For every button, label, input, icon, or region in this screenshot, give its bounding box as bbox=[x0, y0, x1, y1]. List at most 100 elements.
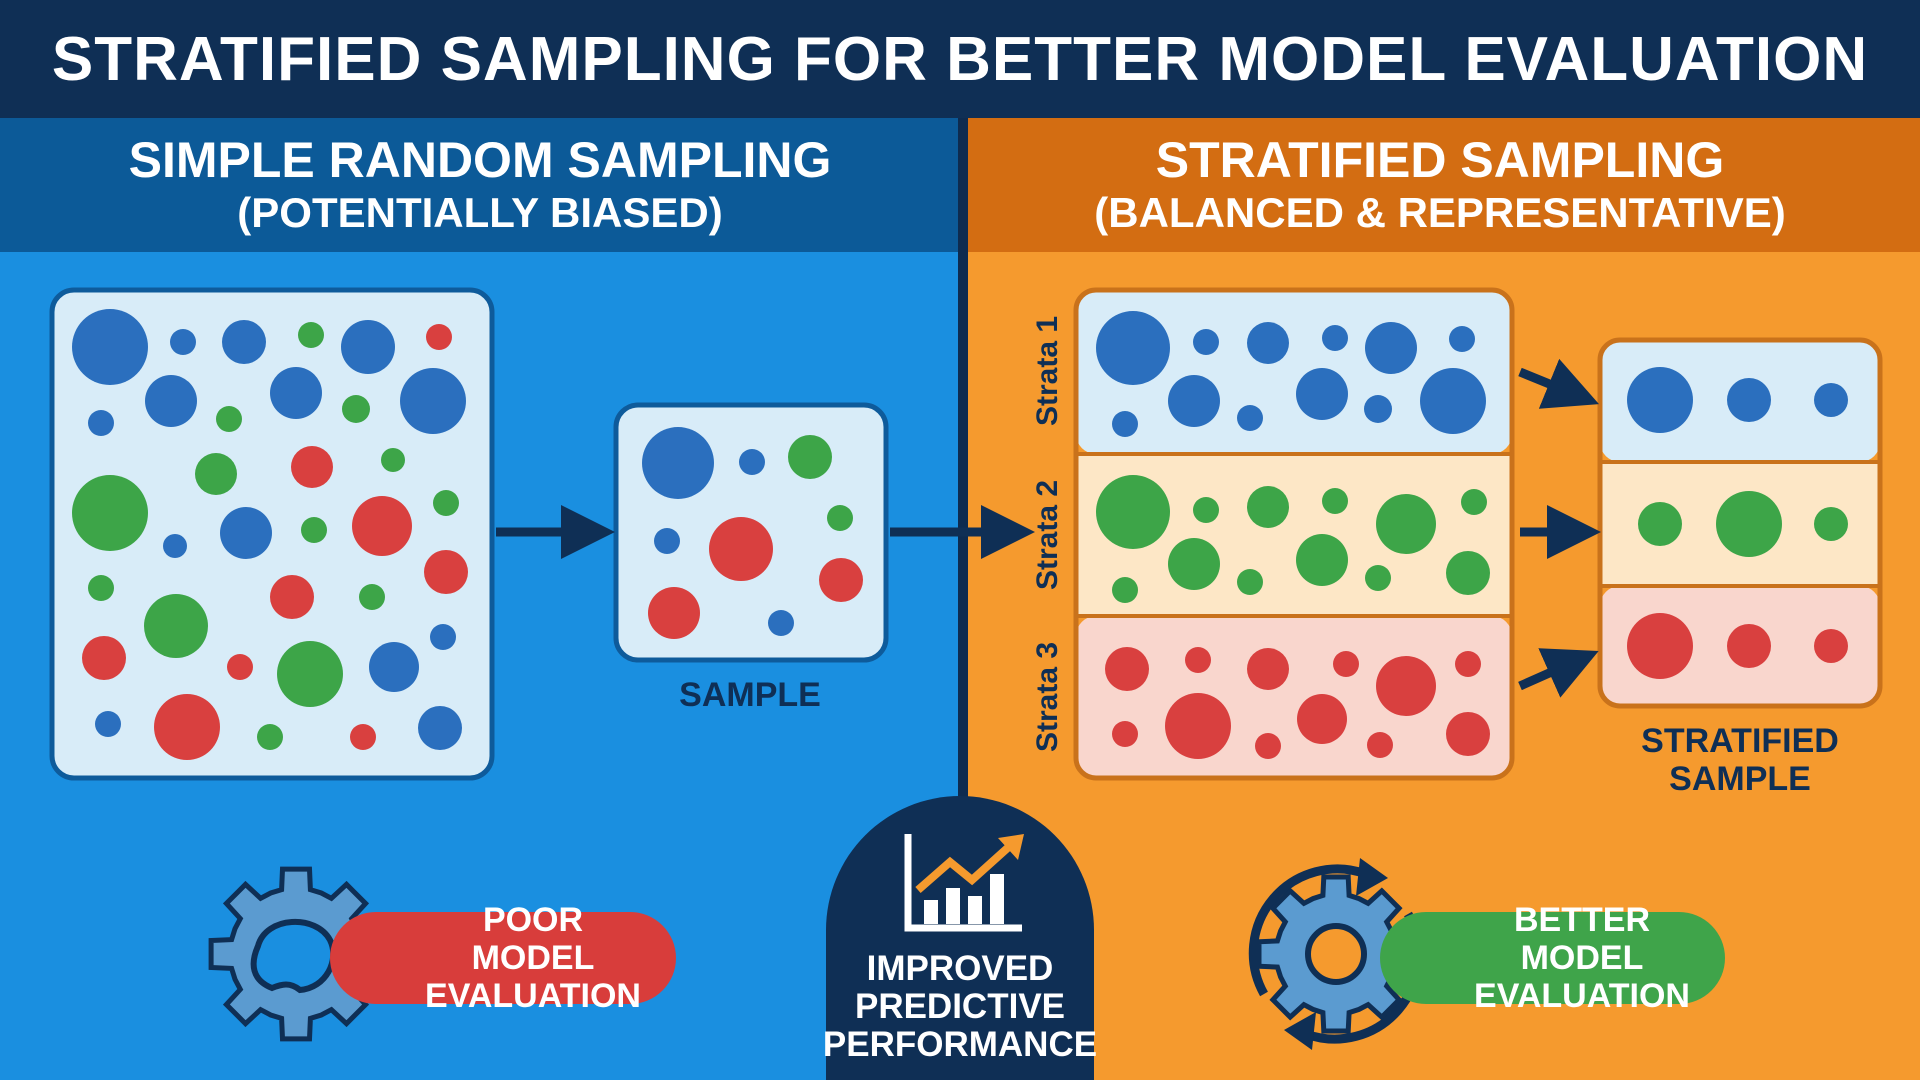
dot bbox=[1449, 326, 1475, 352]
strata-3-box bbox=[1076, 616, 1512, 778]
dot bbox=[1446, 551, 1490, 595]
page-title: STRATIFIED SAMPLING FOR BETTER MODEL EVA… bbox=[51, 24, 1869, 94]
dot bbox=[1096, 475, 1170, 549]
dot bbox=[227, 654, 253, 680]
dot bbox=[424, 550, 468, 594]
dot bbox=[82, 636, 126, 680]
dot bbox=[1185, 647, 1211, 673]
strata-3-label: Strata 3 bbox=[1031, 641, 1064, 753]
dot bbox=[222, 320, 266, 364]
stratified-sample-dots bbox=[1627, 367, 1848, 679]
dot bbox=[1168, 375, 1220, 427]
dot bbox=[145, 375, 197, 427]
random-sample-label: SAMPLE bbox=[679, 676, 821, 714]
dot bbox=[154, 694, 220, 760]
dot bbox=[418, 706, 462, 750]
poor-evaluation-label: POOR MODEL EVALUATION bbox=[425, 901, 641, 1015]
dot bbox=[1297, 694, 1347, 744]
dot bbox=[277, 641, 343, 707]
dot bbox=[1237, 405, 1263, 431]
dot bbox=[220, 507, 272, 559]
dot bbox=[298, 322, 324, 348]
dot bbox=[301, 517, 327, 543]
dot bbox=[359, 584, 385, 610]
center-badge bbox=[826, 796, 1094, 1080]
strata-dots bbox=[1096, 311, 1490, 759]
dot bbox=[381, 448, 405, 472]
poor-evaluation-badge: POOR MODEL EVALUATION bbox=[330, 901, 676, 1015]
dot bbox=[1364, 395, 1392, 423]
dot bbox=[88, 575, 114, 601]
dot bbox=[430, 624, 456, 650]
dot bbox=[788, 435, 832, 479]
dot bbox=[1446, 712, 1490, 756]
strata-3-arrow bbox=[1518, 648, 1599, 698]
dot bbox=[426, 324, 452, 350]
title-bar: STRATIFIED SAMPLING FOR BETTER MODEL EVA… bbox=[0, 0, 1920, 118]
dot bbox=[1814, 629, 1848, 663]
dot bbox=[827, 505, 853, 531]
dot bbox=[739, 449, 765, 475]
strata-1-arrow bbox=[1518, 358, 1600, 409]
dot bbox=[642, 427, 714, 499]
dot bbox=[1247, 486, 1289, 528]
dot bbox=[1727, 624, 1771, 668]
stratified-subheading: (BALANCED & REPRESENTATIVE) bbox=[1094, 189, 1786, 236]
better-evaluation-badge: BETTER MODEL EVALUATION bbox=[1380, 901, 1725, 1015]
dot bbox=[1247, 648, 1289, 690]
dot bbox=[1105, 647, 1149, 691]
stratified-header: STRATIFIED SAMPLING (BALANCED & REPRESEN… bbox=[960, 118, 1920, 252]
dot bbox=[1112, 577, 1138, 603]
dot bbox=[216, 406, 242, 432]
dot bbox=[1638, 502, 1682, 546]
dot bbox=[819, 558, 863, 602]
dot bbox=[648, 587, 700, 639]
dot bbox=[1333, 651, 1359, 677]
dot bbox=[1247, 322, 1289, 364]
dot bbox=[1237, 569, 1263, 595]
dot bbox=[163, 534, 187, 558]
growth-chart-icon bbox=[904, 834, 1024, 932]
stratified-sample-label: STRATIFIED SAMPLE bbox=[1641, 722, 1839, 798]
dot bbox=[1165, 693, 1231, 759]
dot bbox=[1296, 368, 1348, 420]
dot bbox=[1727, 378, 1771, 422]
panel-divider bbox=[958, 118, 968, 1080]
strata-container-outline bbox=[1073, 287, 1515, 781]
dot bbox=[768, 610, 794, 636]
dot bbox=[341, 320, 395, 374]
dot bbox=[291, 446, 333, 488]
simple-random-subheading: (POTENTIALLY BIASED) bbox=[237, 189, 723, 236]
dot bbox=[1455, 651, 1481, 677]
dot bbox=[1367, 732, 1393, 758]
dot bbox=[1814, 383, 1848, 417]
dot bbox=[1193, 329, 1219, 355]
dot bbox=[1627, 367, 1693, 433]
dot bbox=[369, 642, 419, 692]
dot bbox=[1322, 488, 1348, 514]
population-dots bbox=[72, 309, 468, 760]
dot bbox=[95, 711, 121, 737]
dot bbox=[270, 575, 314, 619]
dot bbox=[654, 528, 680, 554]
strata-1-label: Strata 1 bbox=[1031, 315, 1064, 427]
simple-random-heading: SIMPLE RANDOM SAMPLING bbox=[128, 132, 832, 188]
dot bbox=[1365, 322, 1417, 374]
dot bbox=[72, 309, 148, 385]
dot bbox=[433, 490, 459, 516]
broken-gear-icon bbox=[208, 866, 384, 1042]
dot bbox=[1193, 497, 1219, 523]
dot bbox=[88, 410, 114, 436]
dot bbox=[1365, 565, 1391, 591]
dot bbox=[342, 395, 370, 423]
improved-performance-label: IMPROVED PREDICTIVE PERFORMANCE bbox=[822, 949, 1098, 1064]
dot bbox=[1716, 491, 1782, 557]
dot bbox=[270, 367, 322, 419]
dot bbox=[1112, 411, 1138, 437]
dot bbox=[72, 475, 148, 551]
dot bbox=[1461, 489, 1487, 515]
dot bbox=[144, 594, 208, 658]
dot bbox=[1296, 534, 1348, 586]
dot bbox=[1112, 721, 1138, 747]
